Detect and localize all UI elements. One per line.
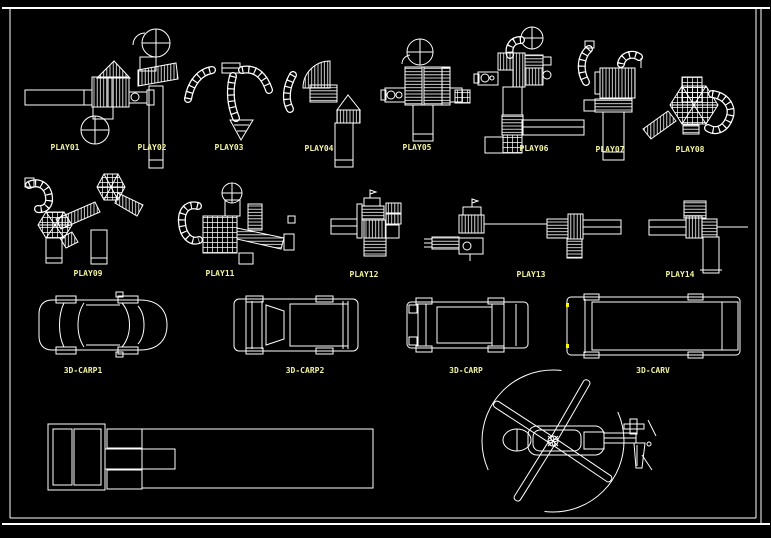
block-label-3d-carv: 3D-CARV xyxy=(636,366,670,375)
block-play11[interactable] xyxy=(177,182,296,265)
block-label-3d-carp2: 3D-CARP2 xyxy=(285,366,325,375)
block-label-play04: PLAY04 xyxy=(304,144,334,153)
headlight-dot xyxy=(566,303,569,307)
block-play01[interactable] xyxy=(24,60,155,145)
block-play08[interactable] xyxy=(642,76,735,140)
block-label-play13: PLAY13 xyxy=(516,270,546,279)
block-3d-carp1[interactable] xyxy=(38,291,168,358)
block-3d-carv[interactable] xyxy=(566,293,741,359)
block-label-play12: PLAY12 xyxy=(349,270,379,279)
truck-trailer-drawing[interactable] xyxy=(47,423,374,491)
block-label-play14: PLAY14 xyxy=(665,270,695,279)
block-play12[interactable] xyxy=(330,189,402,257)
headlight-dot xyxy=(566,344,569,348)
block-play06[interactable] xyxy=(473,26,585,154)
block-label-play01: PLAY01 xyxy=(50,143,80,152)
block-3d-carp2[interactable] xyxy=(233,295,359,355)
block-3d-carp[interactable] xyxy=(406,297,529,353)
helicopter-drawing[interactable] xyxy=(481,369,657,513)
paper-border xyxy=(2,7,770,525)
block-play09[interactable] xyxy=(24,173,144,265)
block-play07[interactable] xyxy=(577,40,643,161)
block-label-play08: PLAY08 xyxy=(675,145,705,154)
block-play04[interactable] xyxy=(282,60,362,168)
block-label-play11: PLAY11 xyxy=(205,269,235,278)
block-label-3d-carp1: 3D-CARP1 xyxy=(63,366,103,375)
block-label-play05: PLAY05 xyxy=(402,143,432,152)
block-label-play07: PLAY07 xyxy=(595,145,625,154)
block-play02[interactable] xyxy=(132,28,179,169)
block-play13[interactable] xyxy=(424,198,622,261)
block-play03[interactable] xyxy=(184,62,273,142)
block-play05[interactable] xyxy=(380,38,471,142)
block-play14[interactable] xyxy=(648,200,748,274)
block-label-play03: PLAY03 xyxy=(214,143,244,152)
block-label-play02: PLAY02 xyxy=(137,143,167,152)
block-label-play06: PLAY06 xyxy=(519,144,549,153)
block-label-3d-carp: 3D-CARP xyxy=(449,366,483,375)
block-label-play09: PLAY09 xyxy=(73,269,103,278)
